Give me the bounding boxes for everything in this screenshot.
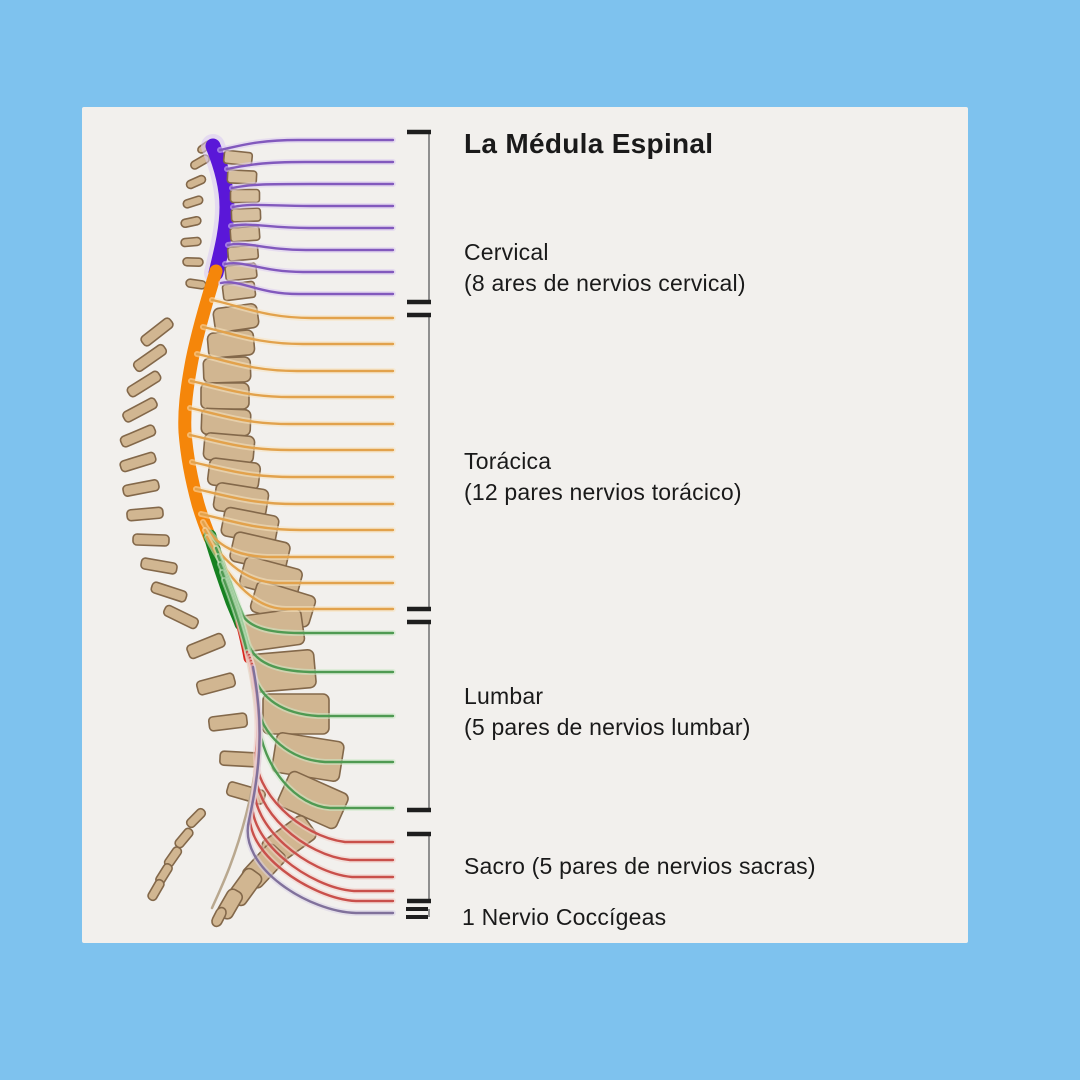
label-cervical: Cervical (8 ares de nervios cervical) <box>464 237 746 299</box>
label-toracica: Torácica (12 pares nervios torácico) <box>464 446 742 508</box>
section-name: Lumbar <box>464 683 544 709</box>
section-name: Torácica <box>464 448 552 474</box>
section-detail: (12 pares nervios torácico) <box>464 479 742 505</box>
section-detail: (8 ares de nervios cervical) <box>464 270 746 296</box>
section-name: 1 Nervio Coccígeas <box>462 904 667 930</box>
section-name: Sacro (5 pares de nervios sacras) <box>464 853 816 879</box>
label-coccigeo: 1 Nervio Coccígeas <box>462 902 666 933</box>
diagram-title: La Médula Espinal <box>464 128 714 159</box>
label-lumbar: Lumbar (5 pares de nervios lumbar) <box>464 681 751 743</box>
section-detail: (5 pares de nervios lumbar) <box>464 714 751 740</box>
label-sacro: Sacro (5 pares de nervios sacras) <box>464 851 816 882</box>
section-name: Cervical <box>464 239 549 265</box>
